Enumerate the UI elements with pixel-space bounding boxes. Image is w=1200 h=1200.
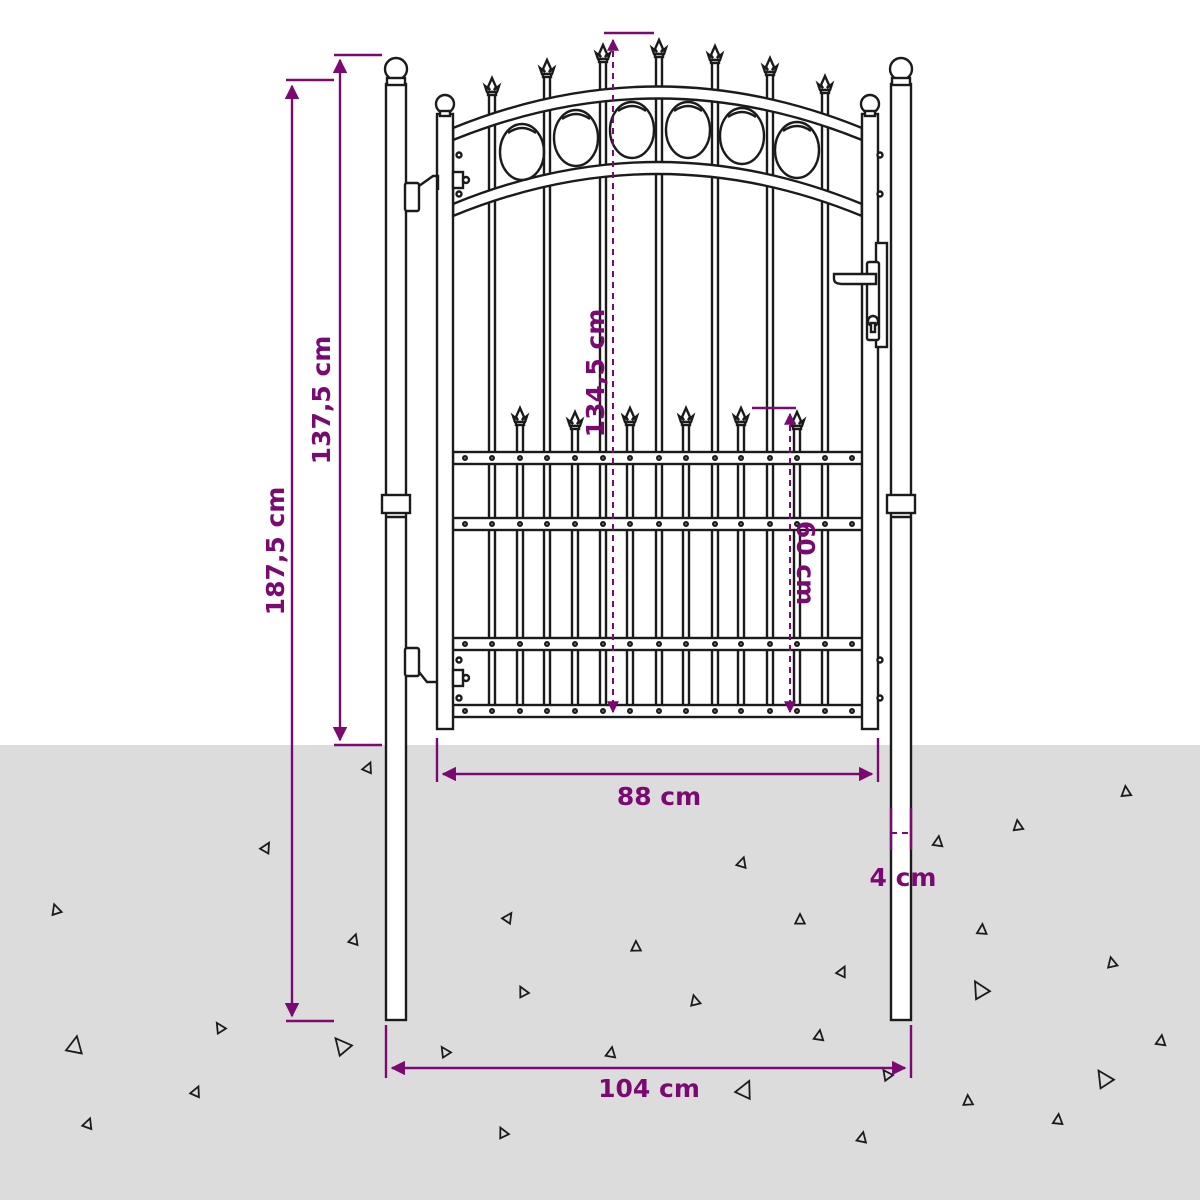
tall-bar	[710, 60, 720, 712]
center-height-dimension	[604, 31, 654, 714]
total-width-dimension	[384, 1025, 913, 1078]
tall-bar	[820, 90, 830, 712]
post-width-dimension	[889, 808, 913, 850]
gate-lock	[832, 241, 889, 349]
lower-hinge	[403, 646, 471, 688]
gate-bars	[482, 37, 835, 712]
short-bar	[681, 422, 691, 712]
total-height-label: 187,5 cm	[261, 487, 290, 616]
lower-panel-dimension	[752, 406, 796, 714]
gate-width-dimension	[435, 738, 880, 782]
upper-hinge	[403, 170, 471, 213]
left-post	[380, 56, 412, 1022]
tall-bar	[487, 92, 497, 712]
right-post	[885, 56, 917, 1022]
tall-bar	[654, 54, 664, 712]
short-bar	[625, 422, 635, 712]
gate-width-label: 88 cm	[617, 782, 701, 811]
dimension-lines	[284, 31, 913, 1078]
gate-right-stile	[859, 93, 884, 731]
gate-height-label: 137,5 cm	[307, 336, 336, 465]
short-bar	[736, 422, 746, 712]
tall-bar	[542, 74, 552, 712]
total-width-label: 104 cm	[598, 1074, 700, 1103]
oval-ornaments	[498, 100, 821, 182]
tall-bar	[765, 72, 775, 712]
lower-panel-label: 60 cm	[791, 521, 820, 605]
total-height-dimension	[284, 78, 334, 1023]
post-width-label: 4 cm	[870, 863, 937, 892]
center-height-label: 134,5 cm	[581, 309, 610, 438]
short-bar	[515, 422, 525, 712]
gate-structure	[380, 37, 917, 1022]
ground-area	[0, 745, 1200, 1200]
short-bar	[570, 426, 580, 712]
gate-left-stile	[434, 93, 463, 731]
gate-height-dimension	[332, 53, 382, 747]
ground-pebbles	[51, 760, 1167, 1144]
